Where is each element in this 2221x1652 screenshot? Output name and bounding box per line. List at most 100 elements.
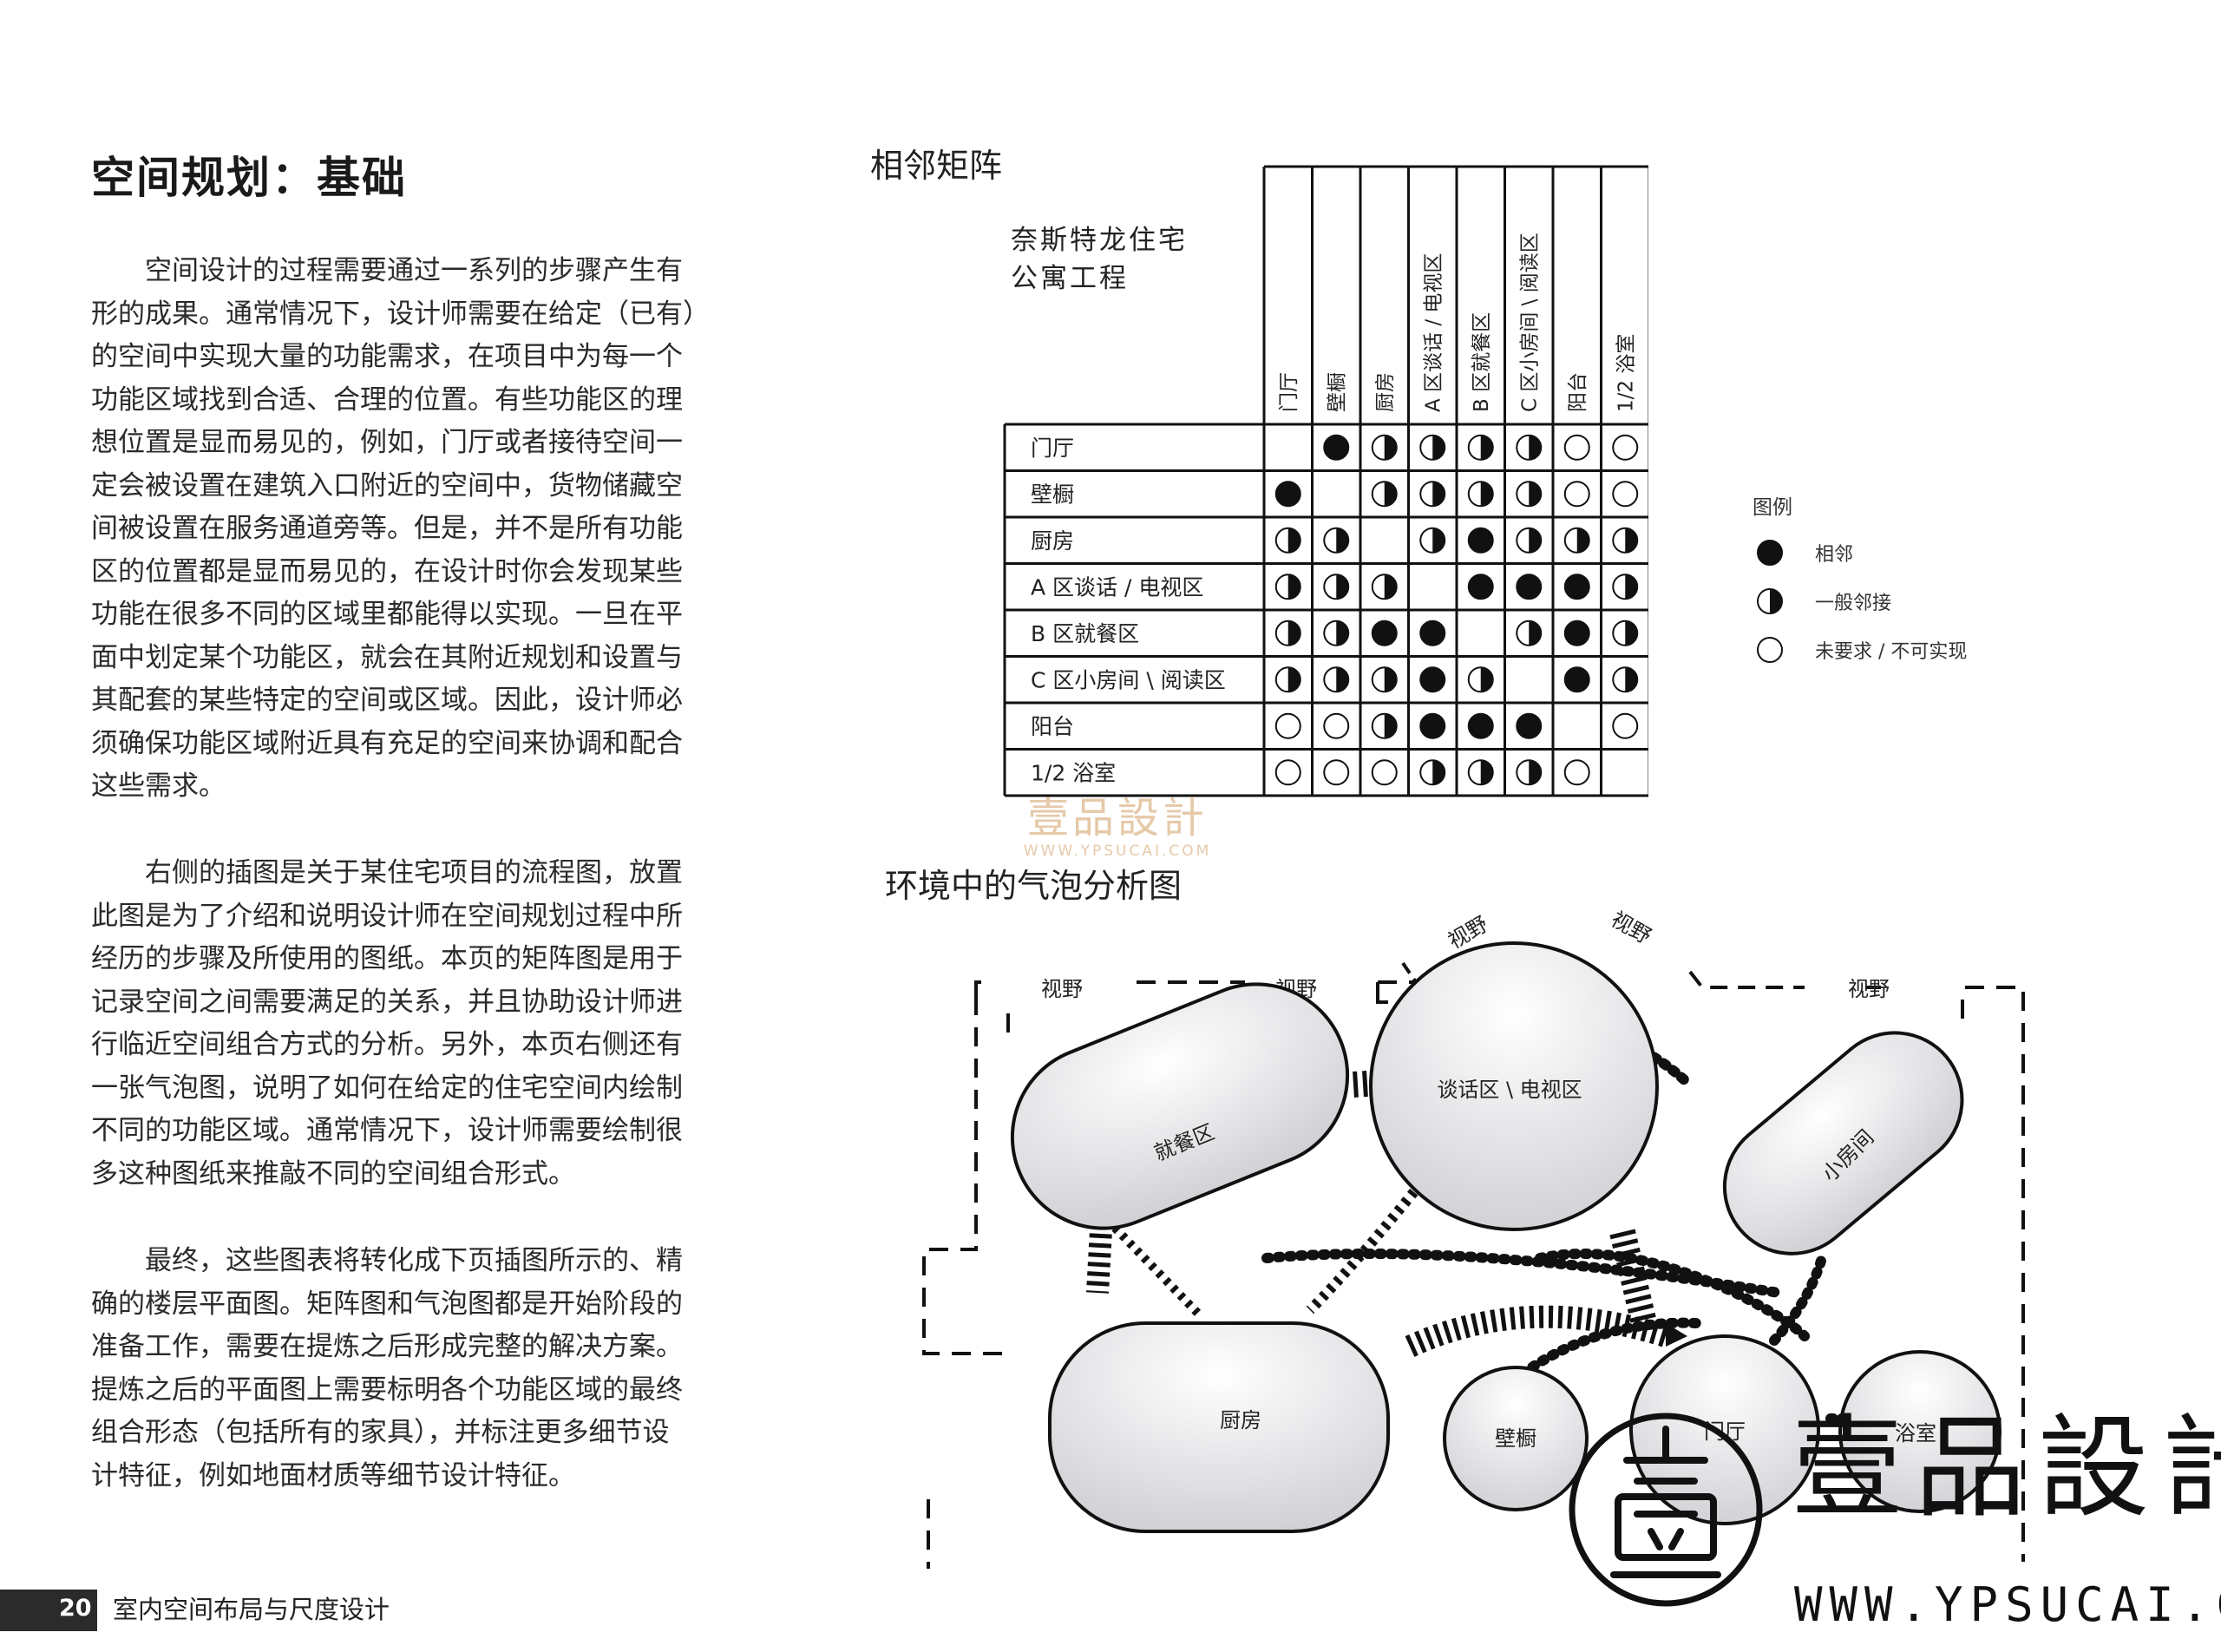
half-circle-fill — [1625, 528, 1638, 553]
paragraph-line: 这些需求。 — [91, 770, 226, 802]
matrix-row-label: 厨房 — [1031, 528, 1074, 554]
paragraph-line: 此图是为了介绍和说明设计师在空间规划过程中所 — [91, 900, 683, 932]
bubble-bath — [1838, 1350, 2002, 1513]
half-circle-fill — [1336, 667, 1349, 692]
book-title: 室内空间布局与尺度设计 — [113, 1595, 390, 1624]
matrix-col-label: 1/2 浴室 — [1615, 334, 1637, 412]
half-circle-fill — [1287, 620, 1300, 646]
empty-circle-icon — [1563, 759, 1590, 786]
full-circle-icon — [1467, 527, 1494, 554]
bubble-section-title: 环境中的气泡分析图 — [885, 867, 1183, 905]
half-circle-fill — [1625, 574, 1638, 600]
full-circle-icon — [1467, 712, 1494, 739]
paragraph-1: 空间设计的过程需要通过一系列的步骤产生有 形的成果。通常情况下，设计师需要在给定… — [91, 250, 742, 809]
half-circle-fill — [1480, 760, 1493, 785]
watermark-mid-title: 壹品設計 — [1026, 794, 1208, 842]
matrix-col-label: 厨房 — [1374, 372, 1397, 412]
half-circle-fill — [1480, 482, 1493, 507]
half-circle-fill — [1432, 760, 1445, 785]
matrix-col-label: 壁橱 — [1326, 372, 1348, 412]
paragraph-line: 不同的功能区域。通常情况下，设计师需要绘制很 — [91, 1115, 683, 1146]
half-circle-fill — [1625, 667, 1638, 692]
half-circle-fill — [1432, 482, 1445, 507]
paragraph-line: 提炼之后的平面图上需要标明各个功能区域的最终 — [91, 1373, 683, 1406]
watermark-mid: 壹品設計 WWW.YPSUCAI.COM — [1013, 794, 1222, 860]
matrix-col-label: A 区谈话 / 电视区 — [1422, 253, 1445, 412]
half-circle-fill — [1529, 482, 1542, 507]
paragraph-line: 准备工作，需要在提炼之后形成完整的解决方案。 — [91, 1331, 683, 1362]
paragraph-2: 右侧的插图是关于某住宅项目的流程图，放置 此图是为了介绍和说明设计师在空间规划过… — [91, 852, 742, 1196]
empty-circle-icon — [1612, 434, 1639, 461]
bubble-foyer — [1629, 1334, 1820, 1525]
half-circle-fill — [1336, 620, 1349, 646]
full-circle-icon — [1419, 620, 1446, 646]
view-label: 视野 — [1848, 977, 1890, 1001]
matrix-row-label: C 区小房间 \ 阅读区 — [1031, 667, 1226, 692]
paragraph-line: 经历的步骤及所使用的图纸。本页的矩阵图是用于 — [91, 943, 683, 974]
empty-circle-icon — [1612, 712, 1639, 739]
empty-circle-icon — [1563, 434, 1590, 461]
full-circle-icon — [1419, 666, 1446, 693]
half-circle-fill — [1287, 667, 1300, 692]
matrix-col-label: 阳台 — [1567, 372, 1589, 412]
half-circle-fill — [1287, 528, 1300, 553]
paragraph-line: 组合形态（包括所有的家具），并标注更多细节设 — [91, 1417, 670, 1448]
bubble-diagram: 视野 视野 视野 视野 视野 就餐区 谈话区 \ 电视区 小房间 厨房 — [922, 907, 2025, 1569]
bubble-kitchen — [1048, 1321, 1390, 1533]
watermark-mid-url: WWW.YPSUCAI.COM — [1023, 842, 1212, 860]
half-circle-fill — [1432, 528, 1445, 553]
bubble-talk-tv — [1369, 941, 1659, 1231]
paragraph-line: 定会被设置在建筑入口附近的空间中，货物储藏空 — [91, 469, 683, 502]
paragraph-line: 空间设计的过程需要通过一系列的步骤产生有 — [91, 255, 683, 286]
full-circle-icon — [1516, 712, 1543, 739]
space-bubbles — [1010, 941, 2002, 1533]
empty-circle-icon — [1323, 712, 1350, 739]
half-circle-fill — [1336, 574, 1349, 600]
matrix-col-label: C 区小房间 \ 阅读区 — [1518, 233, 1541, 412]
full-circle-icon — [1516, 574, 1543, 600]
paragraph-line: 右侧的插图是关于某住宅项目的流程图，放置 — [91, 857, 683, 888]
paragraph-line: 一张气泡图，说明了如何在给定的住宅空间内绘制 — [91, 1072, 683, 1104]
paragraph-line: 的空间中实现大量的功能需求，在项目中为每一个 — [91, 341, 683, 372]
half-circle-fill — [1480, 435, 1493, 460]
matrix-section-title: 相邻矩阵 — [870, 147, 1003, 185]
paragraph-line: 间被设置在服务通道旁等。但是，并不是所有功能 — [91, 513, 683, 544]
paragraph-line: 面中划定某个功能区，就会在其附近规划和设置与 — [91, 641, 683, 673]
paragraph-line: 记录空间之间需要满足的关系，并且协助设计师进 — [91, 986, 683, 1018]
full-circle-icon — [1371, 620, 1398, 646]
half-circle-fill — [1336, 528, 1349, 553]
brand-logo-text: 壹品設計 — [1792, 1404, 2221, 1533]
brand-logo-icon — [1569, 1413, 1763, 1607]
paragraph-line: 最终，这些图表将转化成下页插图所示的、精 — [91, 1245, 683, 1276]
empty-circle-icon — [1371, 759, 1398, 786]
paragraph-line: 区的位置都是显而易见的，在设计时你会发现某些 — [91, 555, 683, 587]
paragraph-line: 形的成果。通常情况下，设计师需要在给定（已有） — [91, 298, 710, 330]
project-title: 奈斯特龙住宅 公寓工程 — [1011, 221, 1188, 298]
half-circle-fill — [1529, 435, 1542, 460]
matrix-row-label: 1/2 浴室 — [1031, 760, 1116, 785]
empty-circle-icon — [1612, 481, 1639, 508]
footer-bar — [0, 1590, 97, 1631]
paragraph-line: 功能在很多不同的区域里都能得以实现。一旦在平 — [91, 599, 683, 630]
legend-label: 相邻 — [1815, 544, 1854, 566]
empty-circle-icon — [1274, 759, 1301, 786]
project-title-line: 奈斯特龙住宅 — [1011, 225, 1188, 256]
empty-circle-icon — [1323, 759, 1350, 786]
matrix-row-label: 门厅 — [1031, 436, 1074, 461]
paragraph-line: 多这种图纸来推敲不同的空间组合形式。 — [91, 1157, 575, 1190]
paragraph-line: 计特征，例如地面材质等细节设计特征。 — [91, 1459, 575, 1491]
label-talk-tv: 谈话区 \ 电视区 — [1437, 1078, 1582, 1102]
matrix-row-label: 壁橱 — [1031, 482, 1074, 507]
view-label: 视野 — [1607, 907, 1655, 948]
half-circle-fill — [1384, 435, 1397, 460]
half-circle-fill — [1384, 482, 1397, 507]
brand-logo-url: WWW.YPSUCAI.COM — [1794, 1577, 2221, 1632]
empty-circle-icon — [1563, 481, 1590, 508]
matrix-col-label: B 区就餐区 — [1471, 312, 1493, 412]
full-circle-icon — [1757, 540, 1783, 566]
label-closet: 壁橱 — [1495, 1426, 1536, 1451]
project-title-line: 公寓工程 — [1011, 263, 1129, 294]
full-circle-icon — [1563, 666, 1590, 693]
half-circle-icon — [1757, 588, 1783, 614]
paragraph-line: 确的楼层平面图。矩阵图和气泡图都是开始阶段的 — [91, 1288, 683, 1320]
